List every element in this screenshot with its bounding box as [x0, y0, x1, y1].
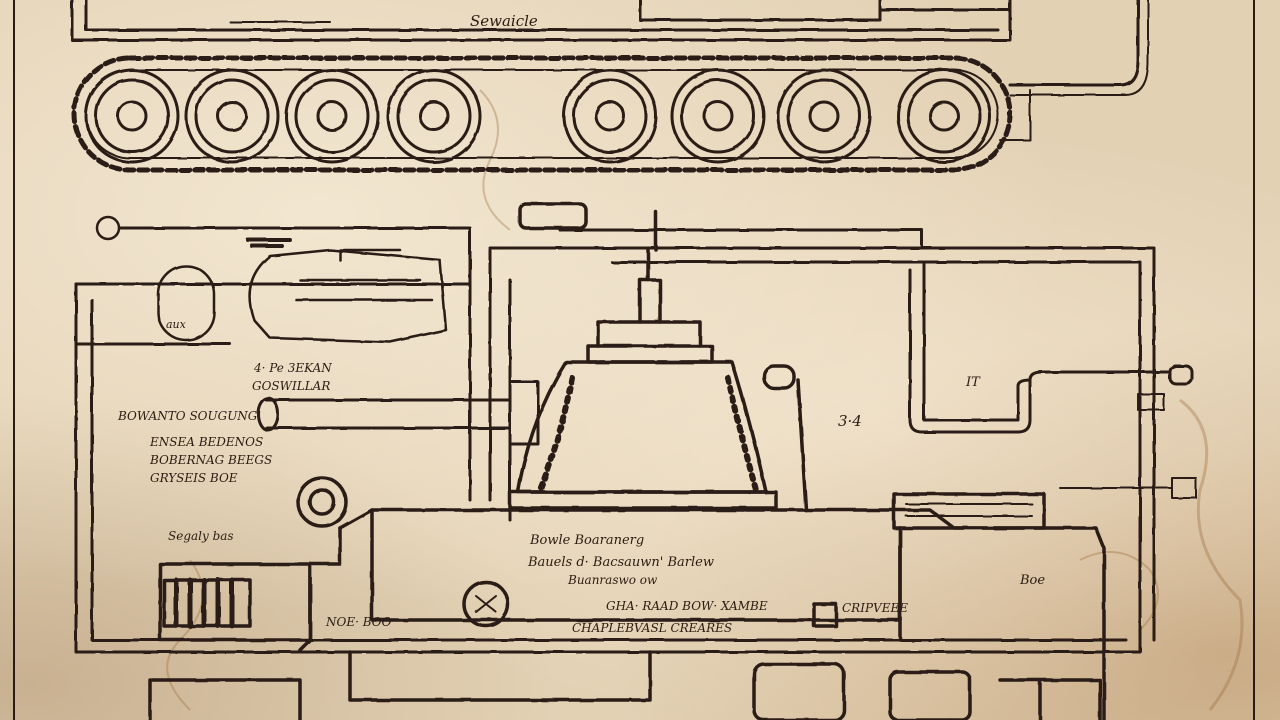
- road-wheel: [84, 68, 180, 164]
- hull-line-4: GHA· RAAD BOW· XAMBE: [606, 599, 768, 613]
- page-border: [13, 0, 1255, 720]
- left-note-3: BOWANTO SOUGUNG: [117, 409, 258, 423]
- road-wheel: [184, 68, 280, 164]
- turret: [508, 202, 808, 512]
- road-wheel: [284, 68, 380, 164]
- hull-heading: Bowle Boaranerg: [529, 533, 644, 548]
- hull-top-note: Sewaicle: [470, 12, 538, 30]
- road-wheel: [562, 68, 658, 164]
- road-wheel: [776, 68, 872, 164]
- left-note-2: GOSWILLAR: [252, 379, 330, 393]
- left-note-1: 4· Pe 3EKAN: [253, 361, 332, 375]
- gun-note: NOE· BOO: [325, 615, 392, 629]
- side-tank-sketch: [95, 215, 448, 344]
- annotations: Sewaicle 3·4 Bowle Boaranerg Bauels d· B…: [117, 12, 1045, 635]
- left-note-6: GRYSEIS BOE: [150, 471, 238, 485]
- top-left-small: aux: [166, 318, 187, 331]
- road-wheel: [386, 68, 482, 164]
- turret-note: 3·4: [838, 412, 862, 430]
- top-tank-hull: [70, 0, 1149, 96]
- hull-line-3: Buanraswo ow: [567, 573, 658, 587]
- lower-hull: [148, 476, 1106, 720]
- hull-subheading: Bauels d· Bacsauwn' Barlew: [527, 555, 714, 570]
- hull-line-5: CHAPLEBVASL CREARES: [572, 621, 732, 635]
- road-wheel: [896, 68, 992, 164]
- right-panel-note: Boe: [1019, 573, 1045, 588]
- road-wheels: [84, 68, 1031, 164]
- hull-right-note: CRIPVEEE: [842, 601, 908, 615]
- right-bracket-note: IT: [965, 375, 981, 390]
- frame-lines: [74, 226, 1156, 654]
- road-wheel: [670, 68, 766, 164]
- right-piping: [908, 260, 1197, 499]
- left-note-7: Segaly bas: [168, 529, 234, 543]
- left-note-5: BOBERNAG BEEGS: [149, 453, 272, 467]
- main-gun: [256, 380, 540, 446]
- left-note-4: ENSEA BEDENOS: [149, 435, 263, 449]
